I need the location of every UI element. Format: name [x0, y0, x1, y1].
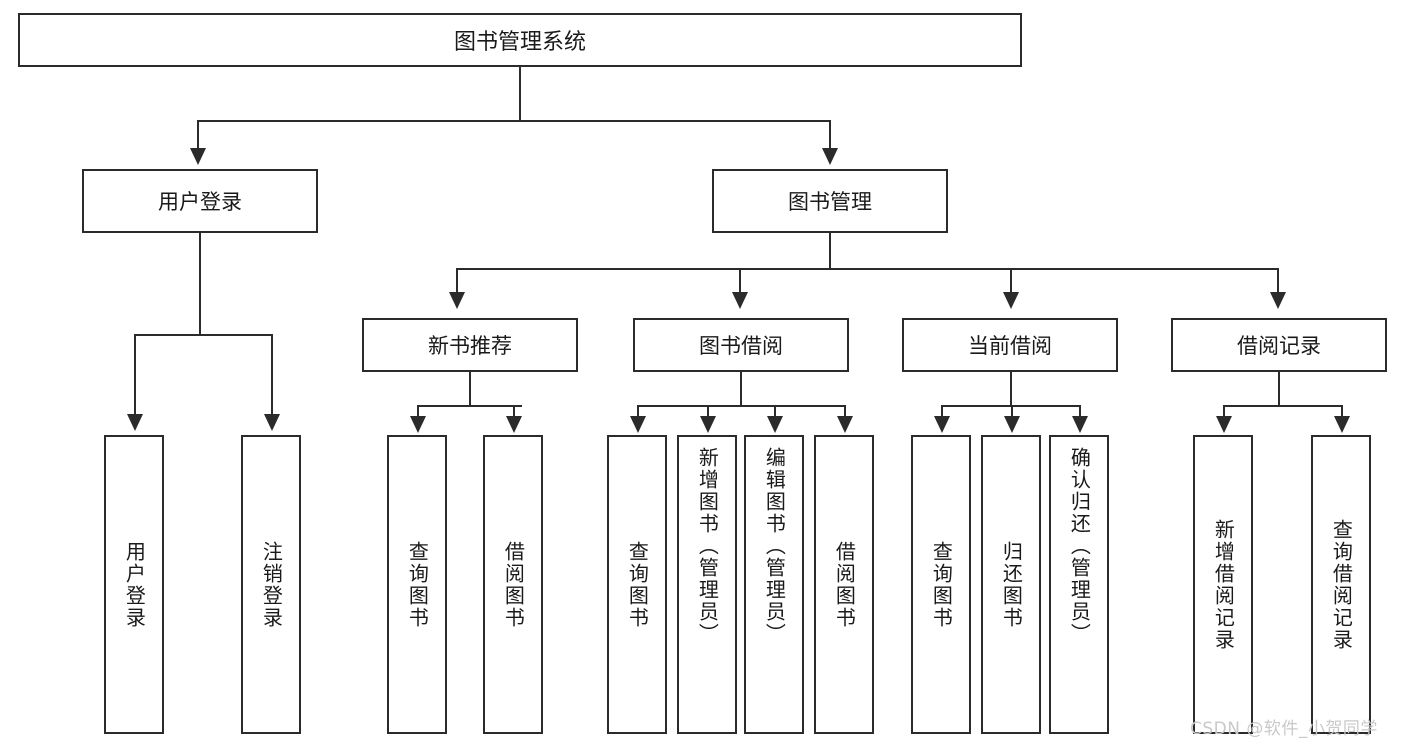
edge-bb-leaf-1 [637, 405, 639, 418]
node-root-book-management-system[interactable]: 图书管理系统 [18, 13, 1022, 67]
arrowhead-bb-leaf-2 [700, 416, 716, 433]
edge-book-management-stem [829, 233, 831, 269]
edge-new-book-recommend-bar [417, 405, 522, 407]
arrowhead-nbr-leaf-1 [410, 416, 426, 433]
leaf-return-book[interactable]: 归还图书 [981, 435, 1041, 734]
node-label: 借阅记录 [1237, 334, 1321, 358]
arrowhead-new-book-recommend [449, 292, 465, 309]
edge-nbr-leaf-2 [513, 405, 515, 418]
edge-book-borrow-stem [740, 372, 742, 406]
edge-user-login-stem [199, 233, 201, 335]
edge-br-leaf-1 [1223, 405, 1225, 418]
leaf-confirm-return-admin[interactable]: 确认归还（管理员） [1049, 435, 1109, 734]
edge-cb-leaf-3 [1079, 405, 1081, 418]
edge-level1-bar [197, 120, 831, 122]
node-book-management[interactable]: 图书管理 [712, 169, 948, 233]
edge-book-borrow-bar [637, 405, 845, 407]
edge-nbr-leaf-1 [417, 405, 419, 418]
edge-to-current-borrow [1010, 268, 1012, 294]
leaf-label: 新增图书（管理员） [695, 447, 720, 645]
arrowhead-cb-leaf-3 [1072, 416, 1088, 433]
leaf-label: 编辑图书（管理员） [762, 447, 787, 645]
edge-borrow-record-stem [1278, 372, 1280, 406]
node-label: 图书借阅 [699, 334, 783, 358]
edge-bb-leaf-3 [774, 405, 776, 418]
arrowhead-br-leaf-1 [1216, 416, 1232, 433]
leaf-label: 查询借阅记录 [1329, 518, 1354, 651]
leaf-query-book-borrow[interactable]: 查询图书 [607, 435, 667, 734]
arrowhead-user-login-leaf-2 [264, 414, 280, 431]
leaf-label: 查询图书 [625, 540, 650, 629]
leaf-label: 借阅图书 [501, 540, 526, 629]
leaf-label: 查询图书 [929, 540, 954, 629]
arrowhead-bb-leaf-4 [837, 416, 853, 433]
leaf-label: 用户登录 [122, 540, 147, 629]
csdn-watermark: CSDN @软件_小贺同学 [1190, 719, 1378, 739]
leaf-label: 注销登录 [259, 540, 284, 629]
edge-to-new-book-recommend [456, 268, 458, 294]
leaf-query-borrow-record[interactable]: 查询借阅记录 [1311, 435, 1371, 734]
arrowhead-bb-leaf-1 [630, 416, 646, 433]
arrowhead-user-login [190, 148, 206, 165]
arrowhead-bb-leaf-3 [767, 416, 783, 433]
edge-user-login-bar [134, 334, 273, 336]
arrowhead-user-login-leaf-1 [127, 414, 143, 431]
edge-level2-bar [456, 268, 1279, 270]
leaf-borrow-book[interactable]: 借阅图书 [814, 435, 874, 734]
node-label: 图书管理系统 [453, 30, 586, 55]
edge-bb-leaf-2 [707, 405, 709, 418]
leaf-query-book-current[interactable]: 查询图书 [911, 435, 971, 734]
arrowhead-cb-leaf-1 [934, 416, 950, 433]
edge-current-borrow-stem [1010, 372, 1012, 406]
edge-new-book-recommend-stem [469, 372, 471, 406]
edge-user-login-leaf-2 [271, 334, 273, 416]
leaf-label: 查询图书 [405, 540, 430, 629]
edge-br-leaf-2 [1341, 405, 1343, 418]
edge-root-stem [519, 67, 521, 121]
node-user-login[interactable]: 用户登录 [82, 169, 318, 233]
leaf-add-book-admin[interactable]: 新增图书（管理员） [677, 435, 737, 734]
edge-current-borrow-bar [941, 405, 1080, 407]
leaf-label: 确认归还（管理员） [1067, 447, 1092, 645]
edge-to-book-management [829, 120, 831, 150]
node-book-borrow[interactable]: 图书借阅 [633, 318, 849, 372]
leaf-borrow-book-recommend[interactable]: 借阅图书 [483, 435, 543, 734]
leaf-query-book-recommend[interactable]: 查询图书 [387, 435, 447, 734]
arrowhead-book-borrow [732, 292, 748, 309]
edge-bb-leaf-4 [844, 405, 846, 418]
edge-user-login-leaf-1 [134, 334, 136, 416]
node-label: 图书管理 [788, 190, 872, 214]
leaf-edit-book-admin[interactable]: 编辑图书（管理员） [744, 435, 804, 734]
node-label: 新书推荐 [428, 334, 512, 358]
arrowhead-br-leaf-2 [1334, 416, 1350, 433]
leaf-logout[interactable]: 注销登录 [241, 435, 301, 734]
leaf-user-login[interactable]: 用户登录 [104, 435, 164, 734]
arrowhead-borrow-record [1270, 292, 1286, 309]
node-current-borrow[interactable]: 当前借阅 [902, 318, 1118, 372]
leaf-label: 借阅图书 [832, 540, 857, 629]
node-label: 用户登录 [158, 190, 242, 214]
edge-cb-leaf-1 [941, 405, 943, 418]
edge-to-borrow-record [1277, 268, 1279, 294]
leaf-label: 新增借阅记录 [1211, 518, 1236, 651]
arrowhead-nbr-leaf-2 [506, 416, 522, 433]
arrowhead-cb-leaf-2 [1004, 416, 1020, 433]
leaf-label: 归还图书 [999, 540, 1024, 629]
node-label: 当前借阅 [968, 334, 1052, 358]
arrowhead-book-management [822, 148, 838, 165]
node-borrow-record[interactable]: 借阅记录 [1171, 318, 1387, 372]
edge-cb-leaf-2 [1011, 405, 1013, 418]
edge-to-user-login [197, 120, 199, 150]
arrowhead-current-borrow [1003, 292, 1019, 309]
edge-to-book-borrow [739, 268, 741, 294]
node-new-book-recommend[interactable]: 新书推荐 [362, 318, 578, 372]
leaf-add-borrow-record[interactable]: 新增借阅记录 [1193, 435, 1253, 734]
edge-borrow-record-bar [1223, 405, 1342, 407]
